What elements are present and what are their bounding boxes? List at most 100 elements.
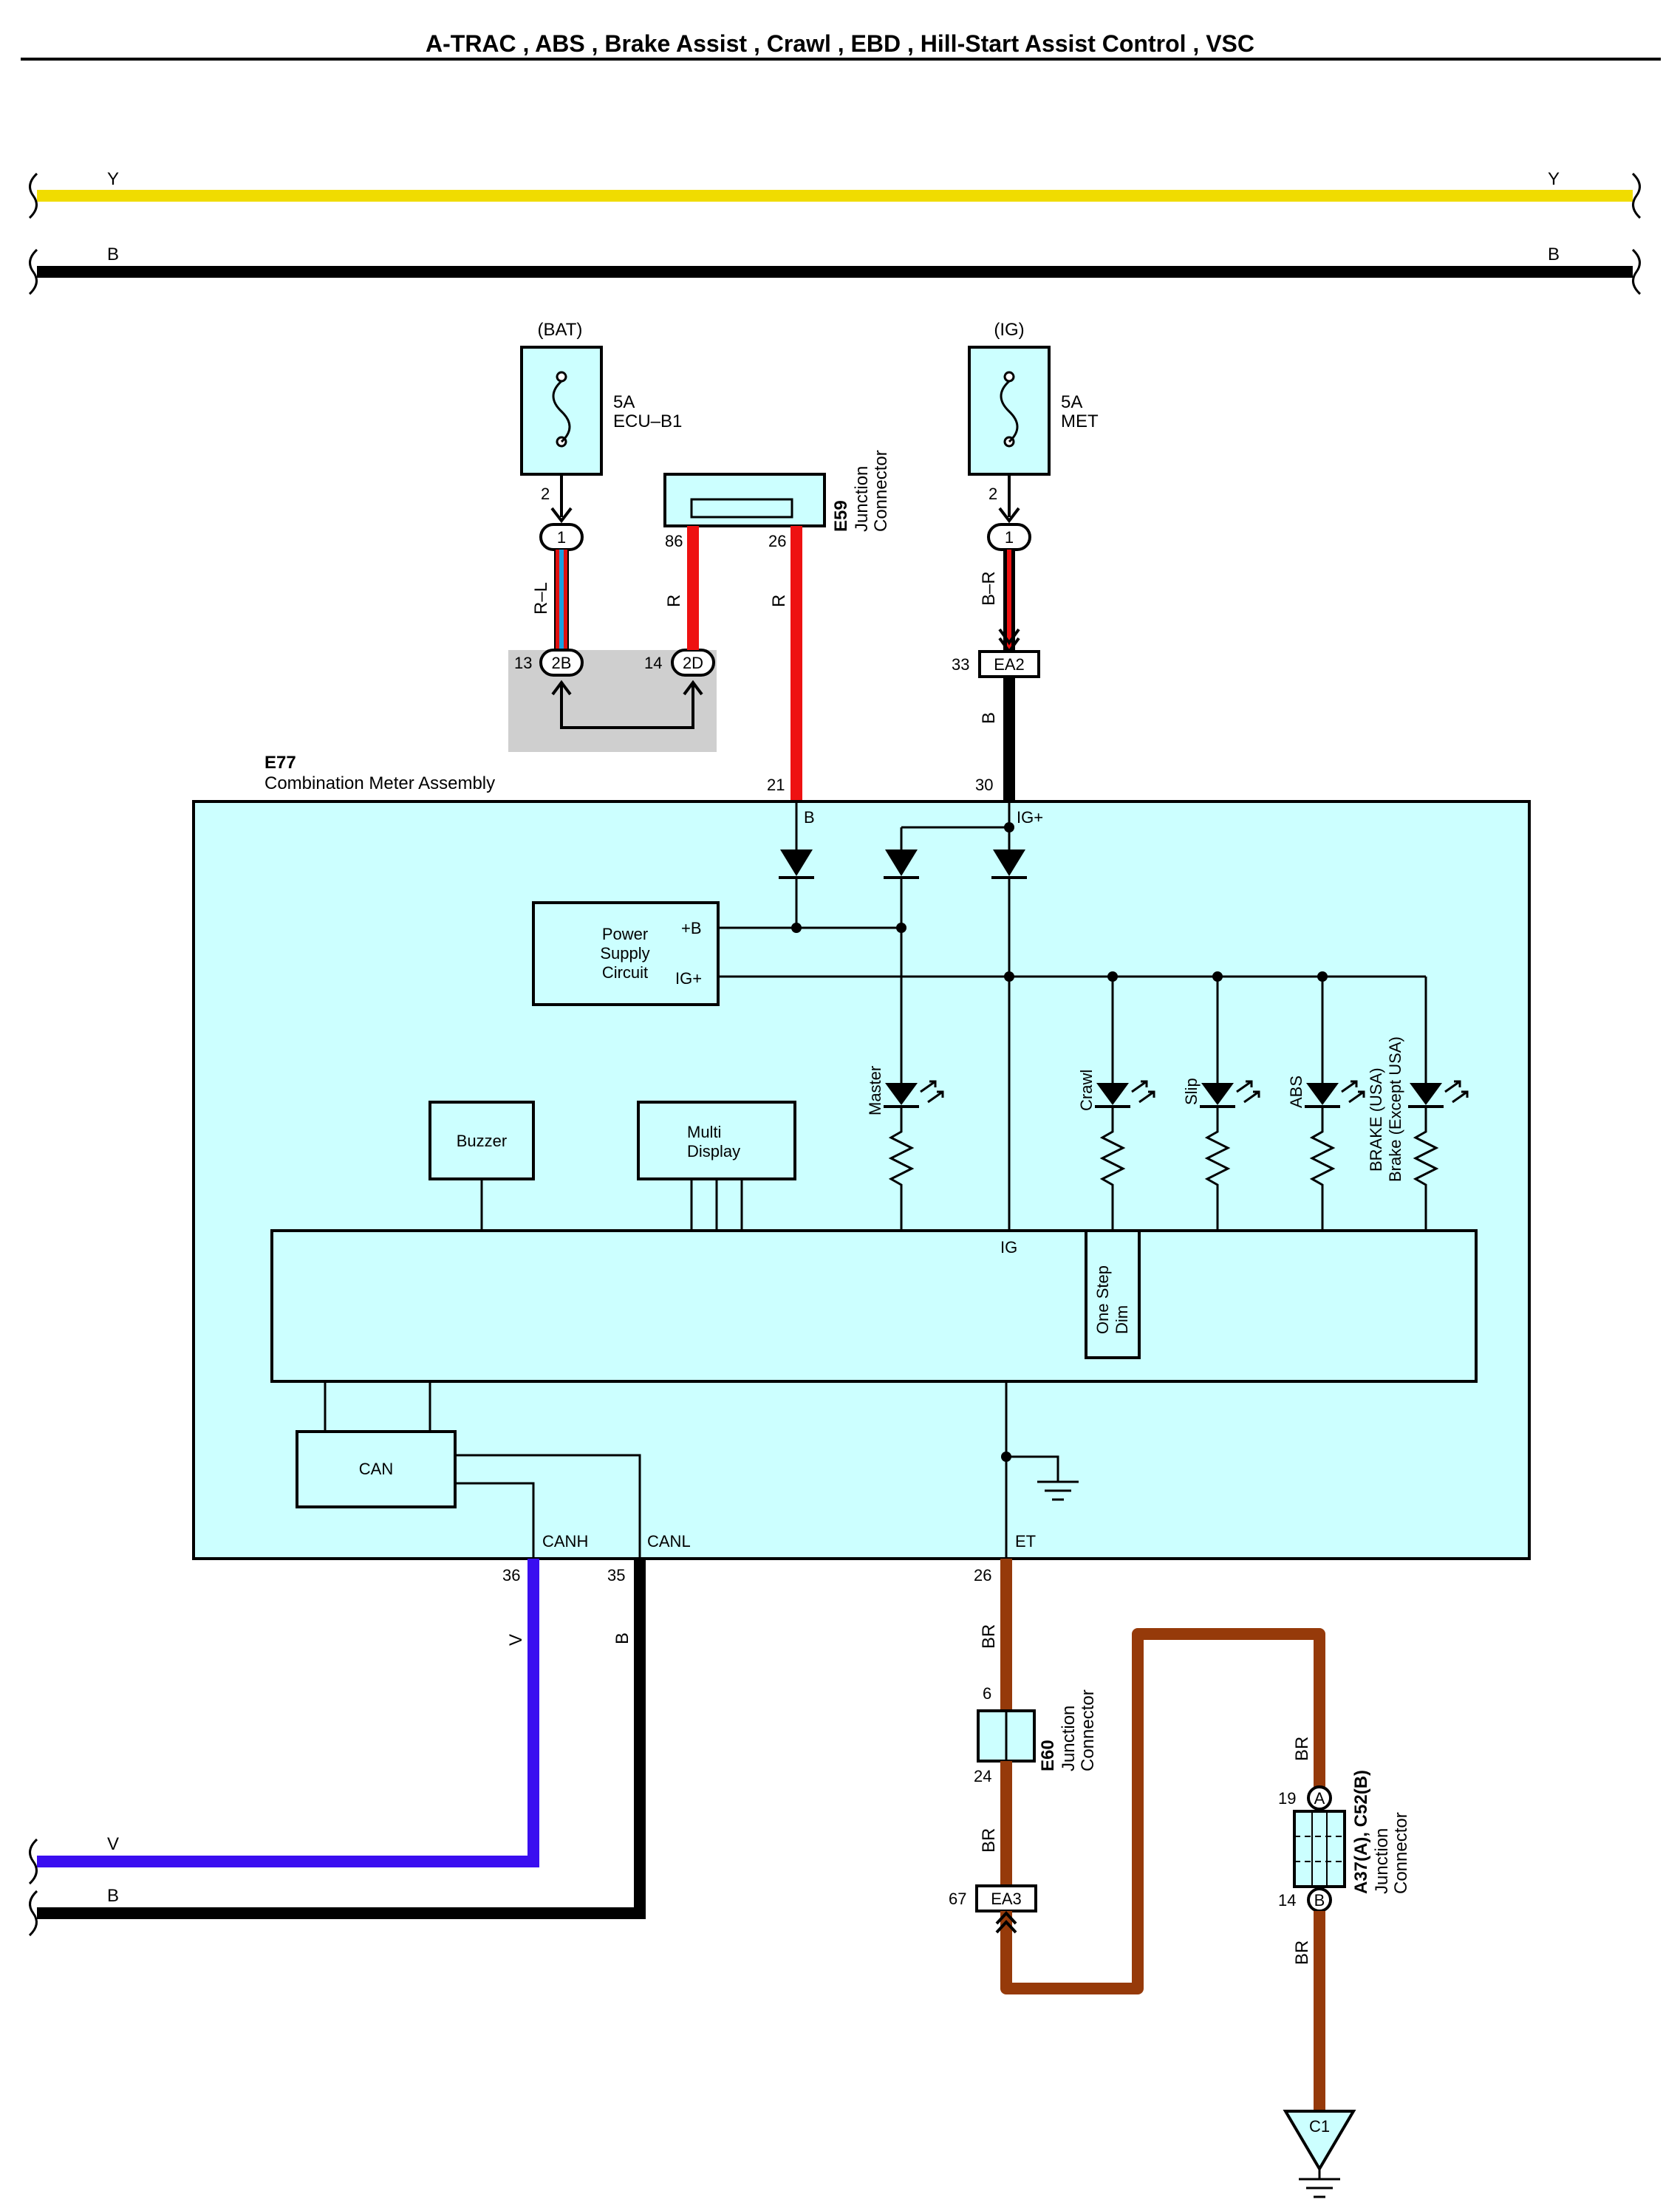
connector-e59: 86 26 R R E59 Junction Connector: [663, 450, 891, 801]
bus-yellow: Y Y: [28, 169, 1642, 219]
ig-terminal-label: IG: [1000, 1238, 1017, 1257]
pin-canl: 35: [607, 1566, 625, 1584]
fuse-bat-source: (BAT): [538, 320, 583, 340]
one-step-line2: Dim: [1113, 1305, 1131, 1334]
lamp-abs: ABS: [1287, 1076, 1365, 1231]
pin-et: 26: [974, 1566, 991, 1584]
a37-pin-a: 19: [1278, 1789, 1296, 1808]
bus-v-label: V: [107, 1834, 119, 1854]
a37-wire-top: BR: [1292, 1737, 1312, 1761]
e59-id: E59: [831, 500, 851, 532]
ps-line2: Supply: [600, 944, 649, 963]
bus-black-label-right: B: [1548, 245, 1560, 264]
ground-c1: C1: [1283, 2110, 1356, 2198]
canh-terminal: CANH: [542, 1532, 588, 1551]
diagram-title: A-TRAC , ABS , Brake Assist , Crawl , EB…: [426, 30, 1254, 57]
wire-et: BR 6 24 E60 Junction Connector BR EA3 67: [949, 1559, 1325, 1994]
e77-pin-b: 21: [767, 776, 785, 794]
can-label: CAN: [359, 1460, 393, 1478]
can-transceiver: CAN: [296, 1381, 641, 1559]
lamp-brake: BRAKE (USA) Brake (Except USA): [1367, 1036, 1469, 1231]
fuse-bat-rating: 5A: [613, 392, 635, 412]
wire-et-label-1: BR: [979, 1624, 999, 1649]
multi-display-line2: Display: [687, 1142, 740, 1160]
lamp-brake-label-usa: BRAKE (USA): [1367, 1067, 1385, 1172]
ea2-wire: B: [979, 712, 999, 724]
junction-a37-c52: BR A 19 B 14 A37(A), C52(B) Junction Con…: [1278, 1737, 1411, 2111]
e59-pin-right: 26: [768, 532, 786, 550]
diode-b: [779, 849, 814, 879]
lamp-crawl: Crawl: [1077, 1070, 1155, 1231]
e60-id: E60: [1038, 1740, 1058, 1771]
wire-r-l: R–L: [531, 550, 569, 650]
a37-conn-a: A: [1314, 1789, 1325, 1808]
junction-2d-label: 2D: [683, 654, 703, 672]
bus-yellow-label-right: Y: [1548, 169, 1560, 189]
pin-canh: 36: [502, 1566, 520, 1584]
canl-terminal: CANL: [647, 1532, 691, 1551]
wire-b-r: B–R: [979, 550, 1020, 654]
meter-ecu-block: IG One Step Dim: [270, 1229, 1478, 1383]
ps-plus-b: +B: [681, 919, 702, 937]
a37-name2: Connector: [1391, 1812, 1411, 1894]
lamp-brake-label-except: Brake (Except USA): [1386, 1036, 1404, 1182]
lamp-crawl-label: Crawl: [1077, 1070, 1096, 1111]
bus-b-bottom-label: B: [107, 1886, 119, 1906]
multi-display: Multi Display: [637, 1101, 796, 1231]
a37-conn-b: B: [1314, 1891, 1325, 1910]
buzzer-label: Buzzer: [457, 1132, 507, 1150]
wire-canh-label: V: [506, 1634, 526, 1646]
diode-ig-1: [884, 849, 919, 879]
lamp-abs-label: ABS: [1287, 1076, 1305, 1108]
e59-name1: Junction: [852, 466, 872, 532]
diode-ig-2: [991, 849, 1027, 879]
et-terminal: ET: [1015, 1532, 1036, 1551]
multi-display-line1: Multi: [687, 1123, 721, 1141]
e60-pin-top: 6: [983, 1684, 991, 1703]
lamp-master-label: Master: [866, 1066, 884, 1115]
junction-block-2b-2d: 2B 13 2D 14: [508, 649, 717, 752]
a37-wire-bottom: BR: [1292, 1941, 1312, 1965]
connector-ea2: EA2 33 B: [952, 650, 1040, 801]
ground-c1-label: C1: [1309, 2117, 1330, 2136]
ea3-label: EA3: [991, 1890, 1022, 1908]
lamp-master: Master: [866, 1066, 944, 1231]
ea2-pin: 33: [952, 655, 969, 674]
ea3-pin: 67: [949, 1890, 966, 1908]
e77-pin-ig: 30: [975, 776, 993, 794]
ea2-label: EA2: [994, 655, 1025, 674]
a37-name1: Junction: [1372, 1828, 1392, 1894]
ps-line3: Circuit: [602, 963, 648, 982]
buzzer: Buzzer: [428, 1101, 535, 1231]
fuse-bat-conn: 1: [557, 528, 566, 547]
lamp-slip-label: Slip: [1182, 1078, 1201, 1105]
fuse-ig-pin: 2: [988, 485, 997, 503]
fuse-bat-pin: 2: [541, 485, 550, 503]
e77-id: E77: [264, 753, 296, 773]
fuse-ig-conn: 1: [1005, 528, 1014, 547]
e59-pin-left: 86: [665, 532, 683, 550]
et-ground: ET: [1001, 1381, 1079, 1559]
fuse-bat-name: ECU–B1: [613, 411, 682, 431]
fuse-ig-source: (IG): [994, 320, 1024, 340]
a37-pin-b: 14: [1278, 1891, 1296, 1910]
e60-name1: Junction: [1059, 1706, 1079, 1771]
wire-r-label-left: R: [664, 595, 684, 607]
lamp-slip: Slip: [1182, 1078, 1260, 1231]
e77-combination-meter: E77 Combination Meter Assembly 21 B 30 I…: [192, 753, 1531, 1584]
e60-pin-bottom: 24: [974, 1767, 991, 1785]
wire-r-label-right: R: [769, 595, 789, 607]
one-step-line1: One Step: [1093, 1265, 1112, 1334]
fuse-met: (IG) 5A MET 2 1: [968, 320, 1099, 551]
fuse-ig-rating: 5A: [1061, 392, 1082, 412]
ps-line1: Power: [602, 925, 648, 943]
bus-black-label-left: B: [107, 245, 119, 264]
bus-black: B B: [28, 245, 1642, 295]
wire-b-r-label: B–R: [979, 571, 999, 606]
wire-canh: V V: [28, 1559, 539, 1885]
ps-ig: IG+: [675, 969, 702, 988]
bus-yellow-label-left: Y: [107, 169, 119, 189]
wire-et-label-2: BR: [979, 1828, 999, 1853]
junction-2b-label: 2B: [552, 654, 572, 672]
wire-canl-label: B: [612, 1633, 632, 1644]
